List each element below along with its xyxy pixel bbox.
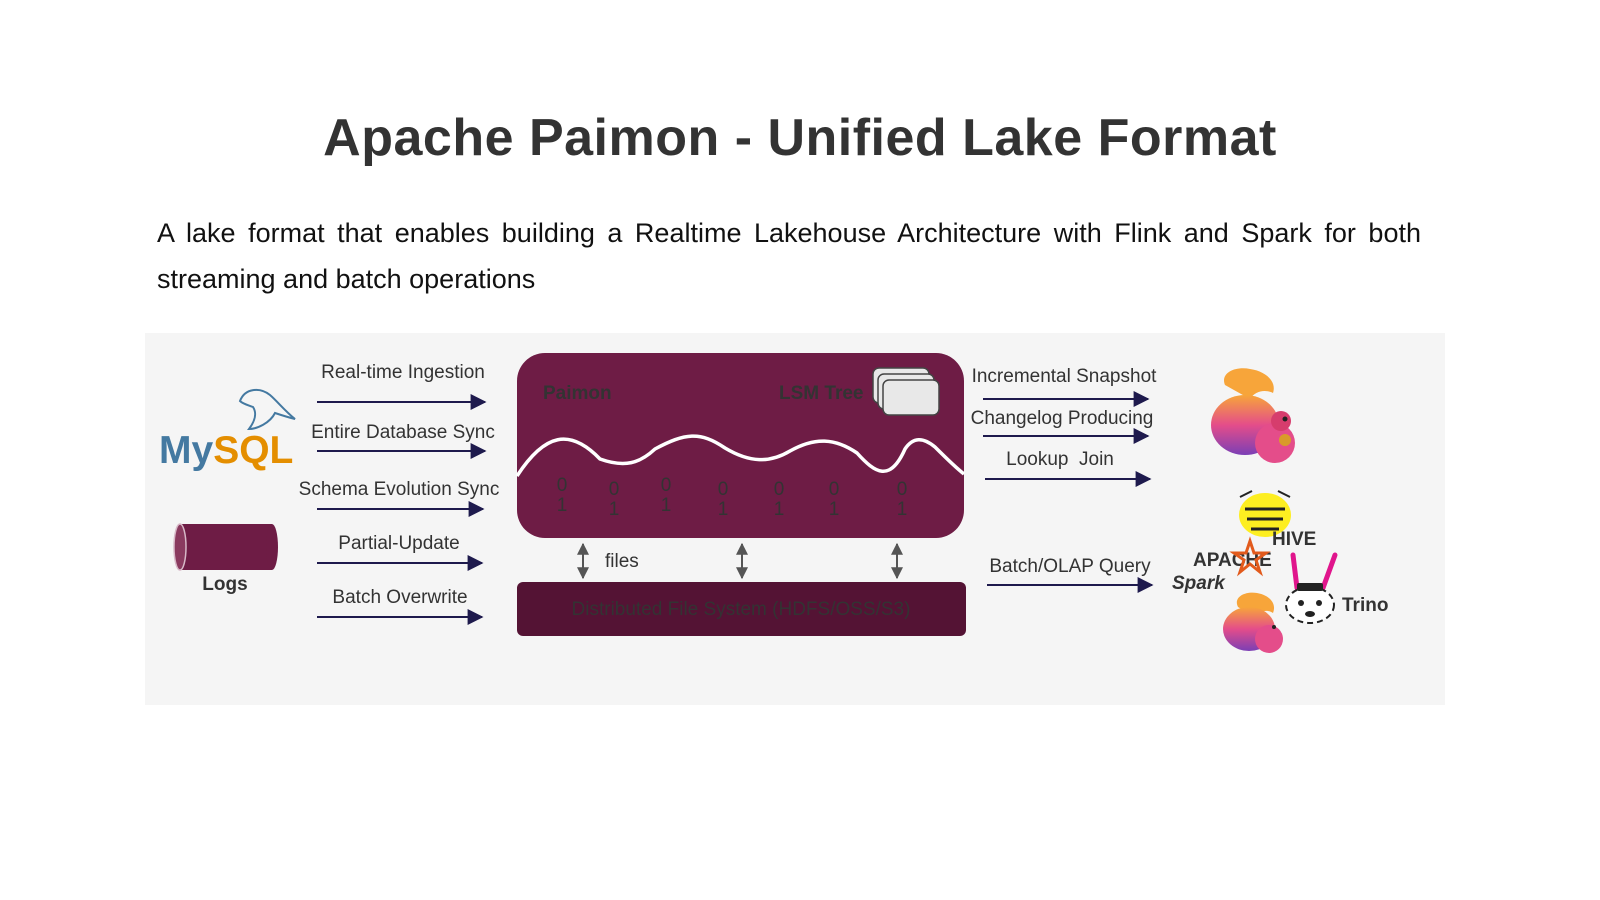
output-label: Incremental Snapshot	[972, 366, 1158, 387]
flink-squirrel-icon	[1211, 368, 1295, 463]
mysql-logo-sql: SQL	[213, 429, 293, 472]
hive-label: HIVE	[1272, 529, 1316, 550]
bit-top: 0	[829, 479, 840, 500]
svg-text:MySQL: MySQL	[159, 429, 293, 472]
mysql-logo: MySQL	[159, 390, 295, 472]
lsm-tree-label: LSM Tree	[779, 383, 863, 404]
files-arrows: files	[583, 544, 897, 578]
trino-icon: Trino	[1286, 555, 1388, 623]
bit-bottom: 1	[557, 495, 568, 516]
bit-bottom: 1	[609, 499, 620, 520]
bit-bottom: 1	[897, 499, 908, 520]
ingestion-label: Real-time Ingestion	[321, 362, 485, 383]
logs-label: Logs	[202, 574, 247, 595]
dfs-bar: Distributed File System (HDFS/OSS/S3)	[517, 582, 966, 636]
bit-bottom: 1	[718, 499, 729, 520]
architecture-diagram: MySQL Logs Real-time Ingestion Entire Da…	[145, 333, 1445, 705]
ingestion-group: Real-time Ingestion Entire Database Sync…	[299, 362, 500, 617]
trino-label: Trino	[1342, 595, 1388, 616]
paimon-label: Paimon	[543, 383, 612, 404]
dfs-label: Distributed File System (HDFS/OSS/S3)	[572, 599, 911, 620]
flink-squirrel-icon	[1223, 593, 1283, 653]
files-label: files	[605, 551, 639, 572]
page-subtitle: A lake format that enables building a Re…	[157, 210, 1421, 302]
ingestion-label: Schema Evolution Sync	[299, 479, 500, 500]
architecture-diagram-panel: MySQL Logs Real-time Ingestion Entire Da…	[145, 333, 1445, 705]
log-cylinder-icon	[180, 524, 272, 570]
page-title: Apache Paimon - Unified Lake Format	[0, 108, 1600, 168]
bit-top: 0	[557, 475, 568, 496]
bit-bottom: 1	[774, 499, 785, 520]
spark-label: Spark	[1172, 573, 1226, 594]
bit-top: 0	[718, 479, 729, 500]
output-group: Incremental Snapshot Changelog Producing…	[971, 366, 1158, 585]
output-label: Lookup Join	[1006, 449, 1114, 470]
mysql-logo-my: My	[159, 429, 213, 472]
mysql-dolphin-icon	[240, 390, 295, 429]
ingestion-label: Batch Overwrite	[332, 587, 467, 608]
bit-top: 0	[774, 479, 785, 500]
ingestion-label: Partial-Update	[338, 533, 459, 554]
paimon-box: Paimon LSM Tree 0 1 0 1 0 1 0 1 0 1 0 1	[517, 353, 964, 538]
bit-bottom: 1	[661, 495, 672, 516]
output-label: Changelog Producing	[971, 408, 1154, 429]
bit-top: 0	[897, 479, 908, 500]
lsm-tree-icon	[873, 368, 939, 415]
output-label: Batch/OLAP Query	[989, 556, 1151, 577]
ingestion-label: Entire Database Sync	[311, 422, 495, 443]
bit-bottom: 1	[829, 499, 840, 520]
spark-logo: APACHE Spark	[1172, 541, 1272, 594]
bit-top: 0	[661, 475, 672, 496]
bit-top: 0	[609, 479, 620, 500]
logs-source: Logs	[174, 524, 278, 595]
